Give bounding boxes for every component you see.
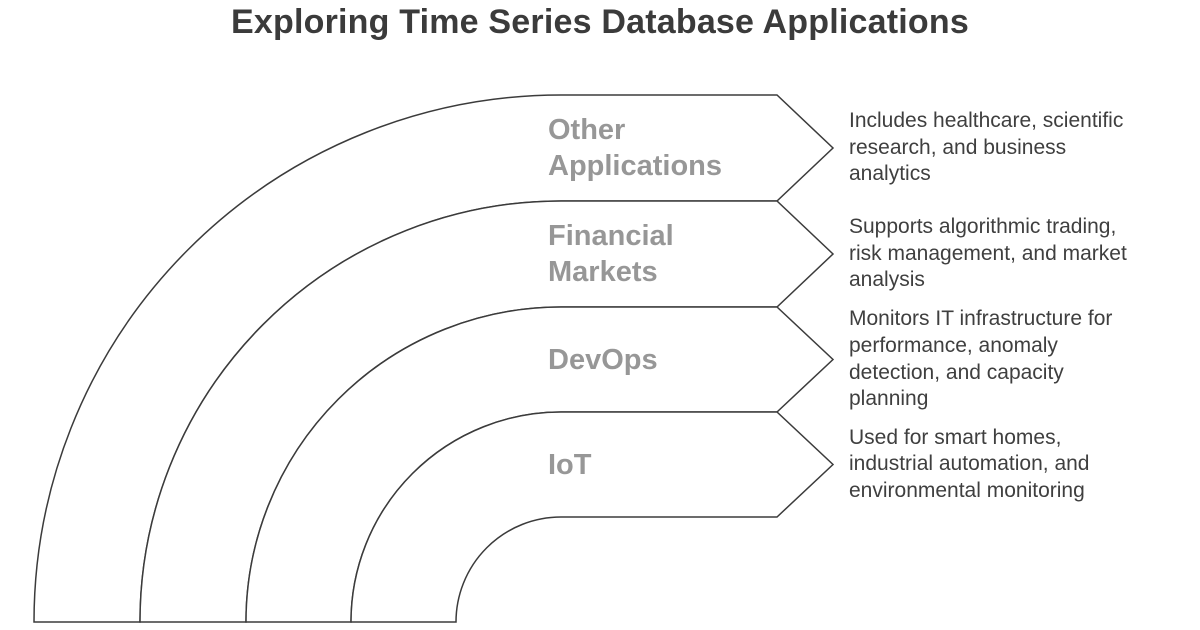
band-label-other-applications: Other Applications xyxy=(548,114,723,182)
band-description-financial-markets: Supports algorithmic trading, risk manag… xyxy=(849,215,1127,292)
band-description-devops: Monitors IT infrastructure for performan… xyxy=(849,307,1113,411)
band-description-iot: Used for smart homes, industrial automat… xyxy=(849,425,1090,502)
band-description-other-applications: Includes healthcare, scientific research… xyxy=(849,109,1124,186)
band-label-devops: DevOps xyxy=(548,343,658,376)
band-arrow-shape-iot xyxy=(350,411,835,623)
page-title: Exploring Time Series Database Applicati… xyxy=(231,3,969,41)
band-label-iot: IoT xyxy=(548,448,592,481)
band-label-financial-markets: Financial Markets xyxy=(548,220,674,288)
